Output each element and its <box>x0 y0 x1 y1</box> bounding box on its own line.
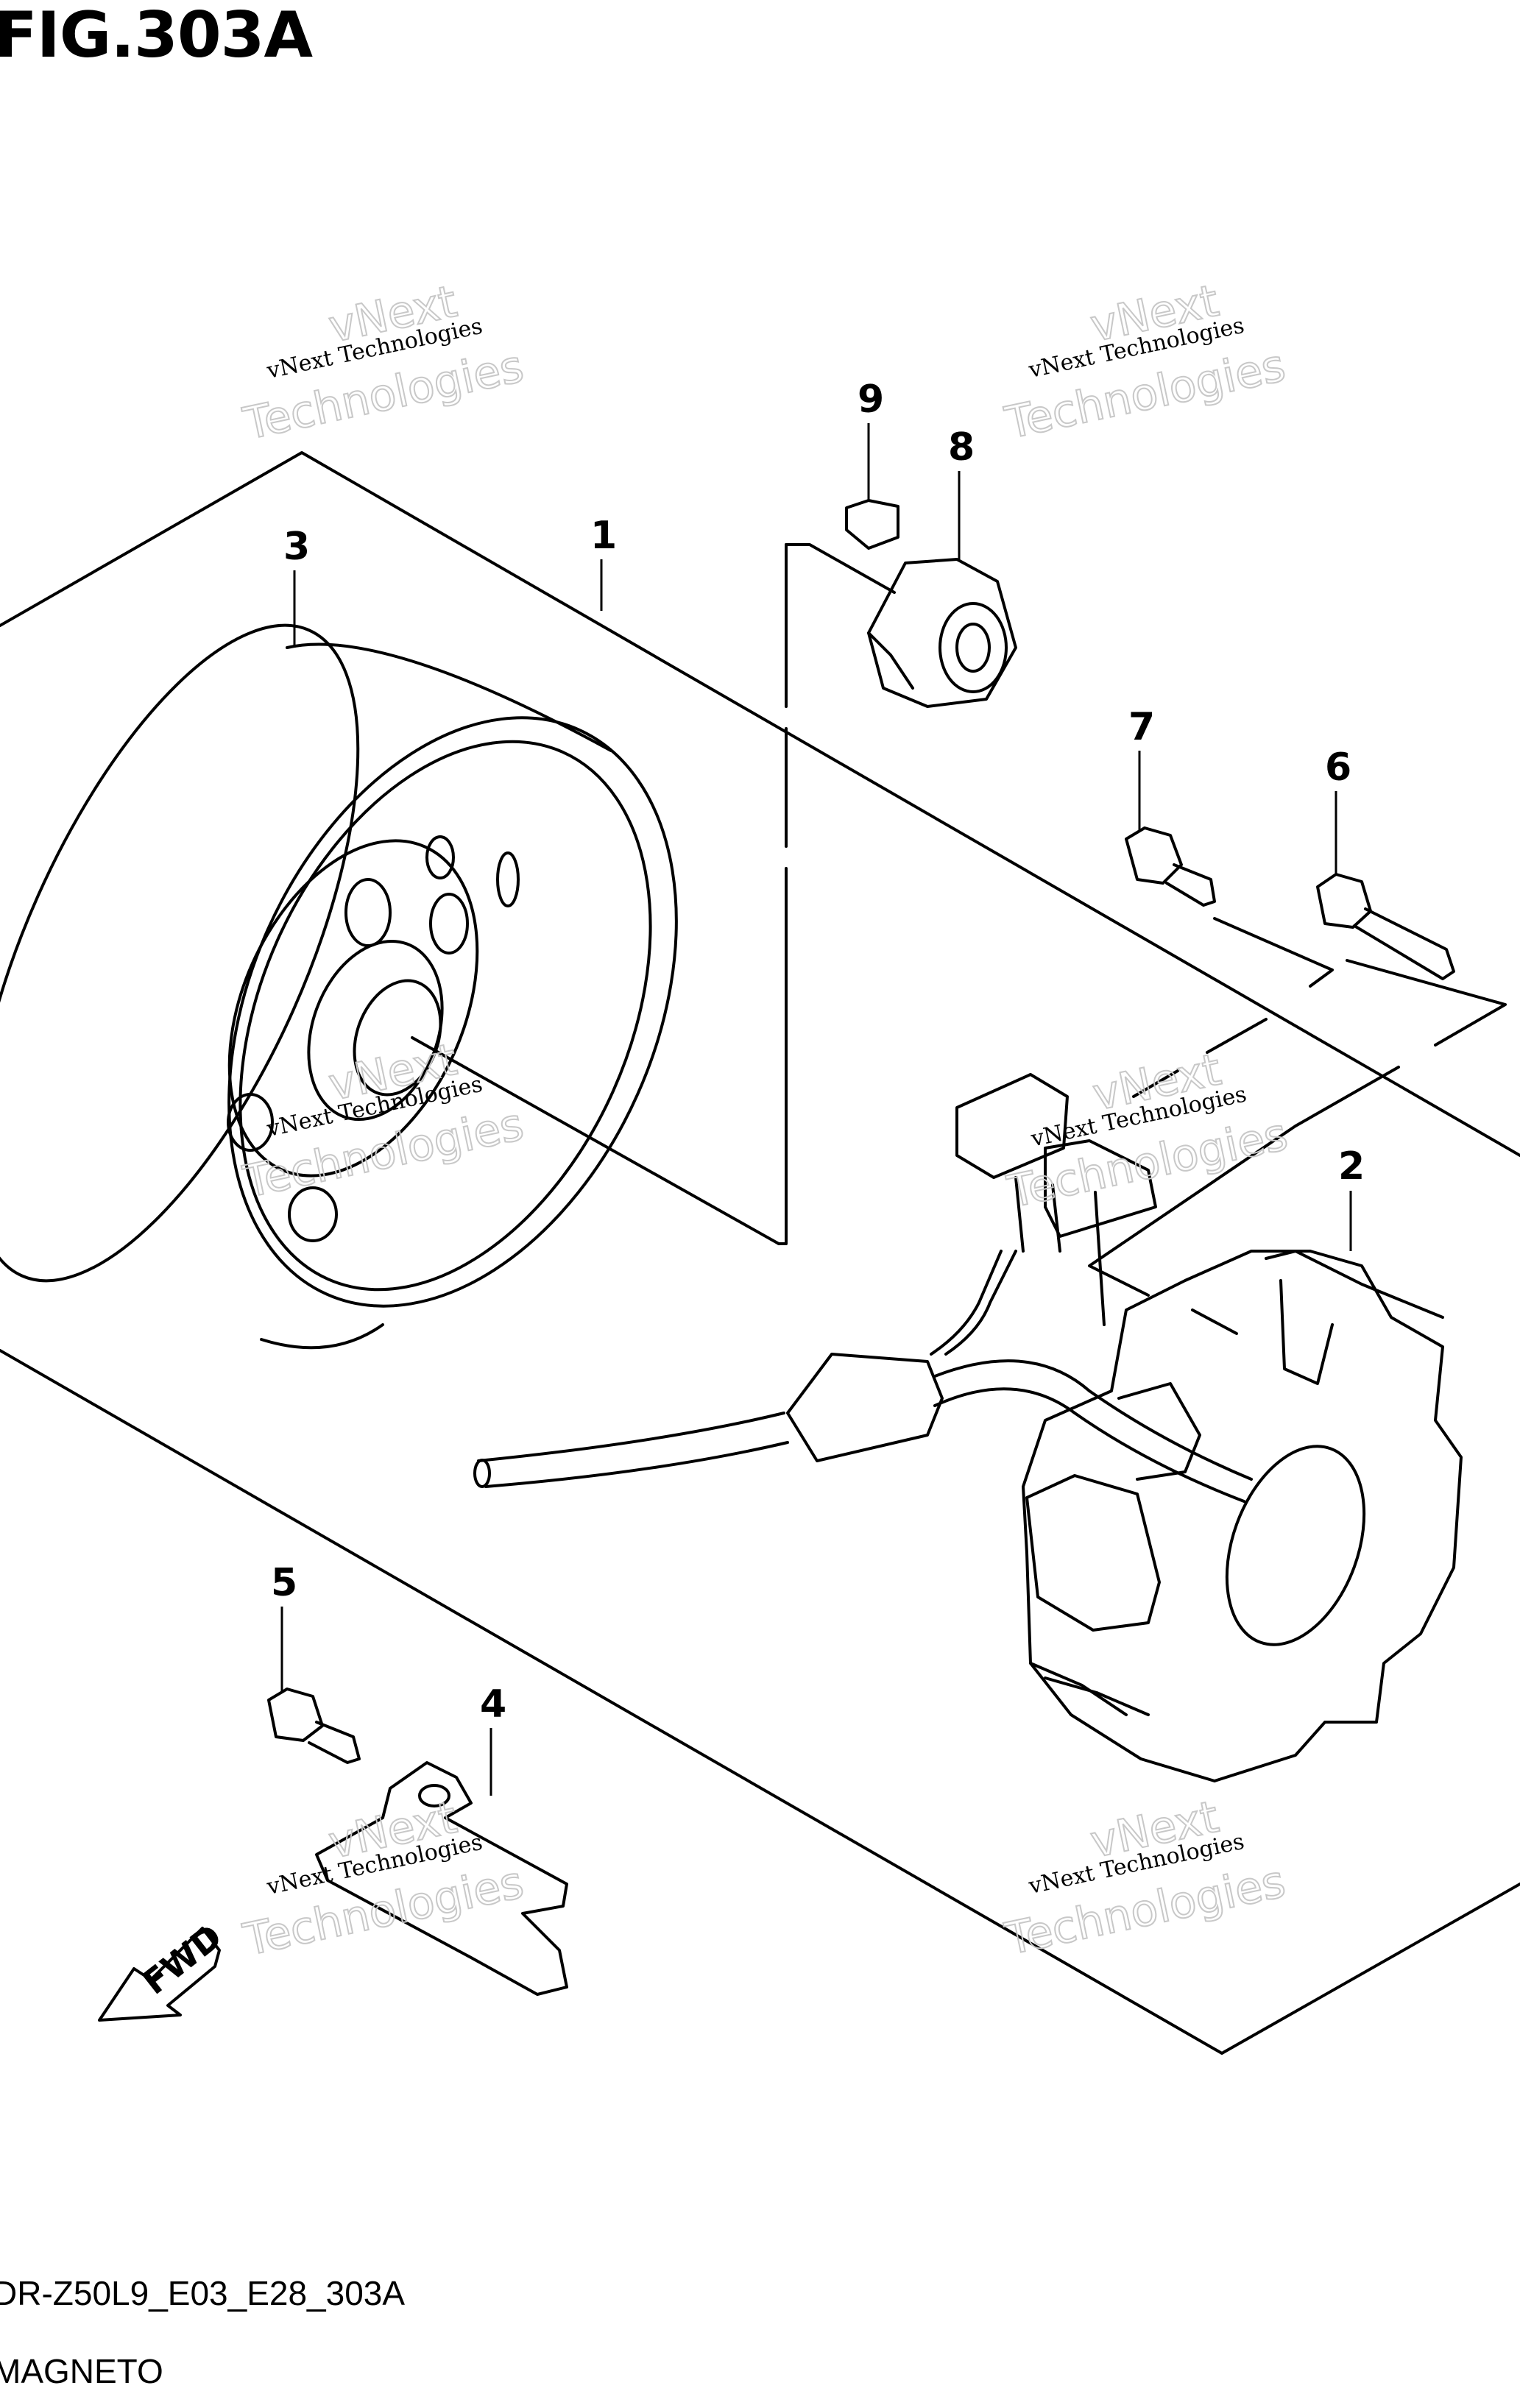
bolt-long <box>1316 873 1455 980</box>
callout-5: 5 <box>271 1561 297 1605</box>
callout-9: 9 <box>858 378 884 422</box>
bolt-short <box>1125 826 1216 907</box>
watermark-group: vNext Technologies vNext Technologies vN… <box>238 275 1293 1967</box>
callout-1: 1 <box>590 514 617 558</box>
bolt-bracket <box>267 1688 361 1764</box>
key <box>845 499 899 550</box>
drawing-code: DR-Z50L9_E03_E28_303A <box>0 2274 406 2312</box>
callout-2: 2 <box>1338 1144 1365 1189</box>
callout-6: 6 <box>1325 746 1351 790</box>
figure-title: FIG.303A <box>0 0 313 72</box>
callout-3: 3 <box>283 525 310 569</box>
callout-7: 7 <box>1128 705 1155 749</box>
wire-harness <box>473 1073 1253 1503</box>
callout-leaders <box>280 423 1352 1796</box>
callout-4: 4 <box>480 1682 506 1727</box>
stator-coil <box>1022 1250 1463 1782</box>
nut <box>867 558 1017 708</box>
leader-lines <box>411 543 1507 1335</box>
wire-clamp <box>315 1761 568 1996</box>
diagram-caption: MAGNETO <box>0 2352 163 2390</box>
callout-numbers: 1 2 3 4 5 6 7 8 9 <box>271 378 1365 1727</box>
callout-8: 8 <box>948 425 975 470</box>
flywheel-rotor <box>0 623 678 1350</box>
assembly-frame <box>0 451 1520 2055</box>
fwd-arrow-icon <box>98 1927 221 2022</box>
fwd-label: FWD <box>135 1916 230 2002</box>
